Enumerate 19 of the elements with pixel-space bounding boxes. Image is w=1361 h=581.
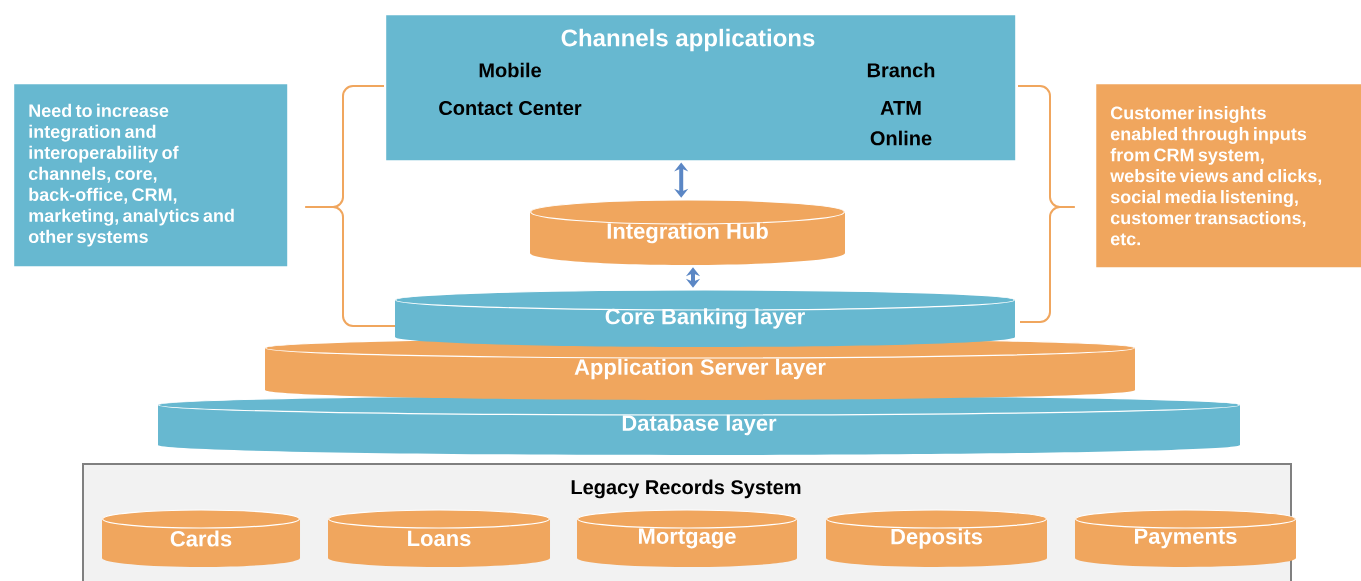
layer-cylinder: Database layer bbox=[158, 394, 1240, 455]
channel-label: Mobile bbox=[479, 62, 541, 78]
channel-label: ATM bbox=[880, 101, 921, 115]
channel-label: Branch bbox=[867, 62, 935, 78]
note-box: Customer insights enabled through inputs from CRM system, website views and clicks, social media listening, customer transactions, etc. bbox=[1096, 84, 1361, 268]
database-cylinder: Loans bbox=[328, 509, 550, 567]
layer-cylinder: Core Banking layer bbox=[395, 289, 1015, 347]
panel-heading: Legacy Records System bbox=[571, 479, 801, 499]
channel-label: Online bbox=[870, 130, 932, 146]
database-cylinder: Mortgage bbox=[577, 509, 797, 567]
double-arrow bbox=[685, 267, 701, 288]
double-arrow bbox=[674, 162, 689, 198]
channel-label: Contact Center bbox=[439, 100, 582, 116]
database-cylinder: Integration Hub bbox=[530, 199, 845, 265]
database-cylinder: Payments bbox=[1075, 509, 1296, 567]
note-box: Need to increase integration and interoperability of channels, core, back-office, CRM, marketing, analytics and other systems bbox=[14, 84, 288, 267]
database-cylinder: Deposits bbox=[826, 509, 1047, 567]
box-heading: Channels applications bbox=[561, 28, 815, 52]
database-cylinder: Cards bbox=[102, 509, 300, 567]
